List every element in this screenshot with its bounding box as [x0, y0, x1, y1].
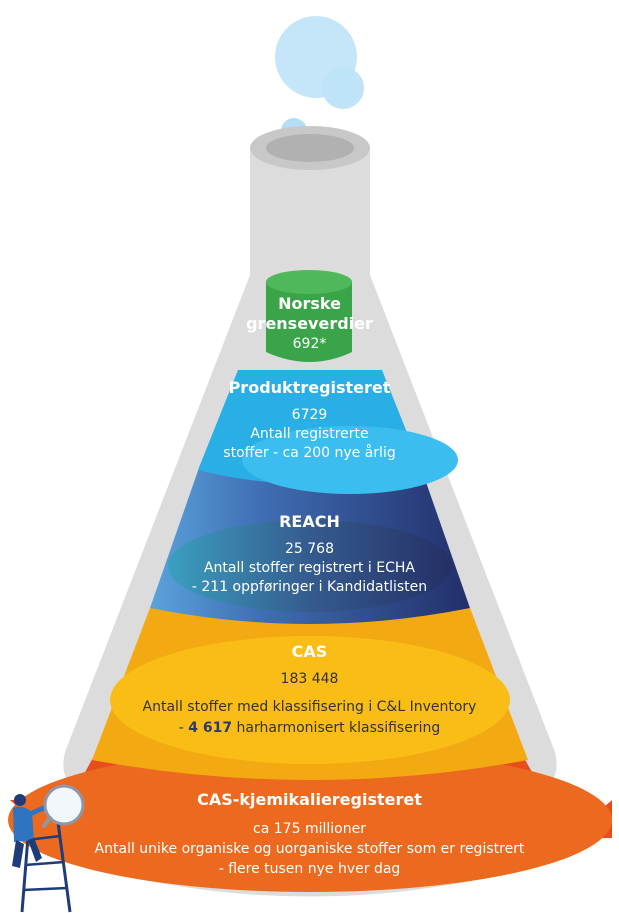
layer-cas: [92, 608, 528, 780]
layer-title-produktregisteret: Produktregisteret: [228, 378, 391, 397]
layer-desc-produktregisteret-line1: Antall registrerte: [250, 426, 369, 442]
layer-value-reach: 25 768: [285, 541, 334, 557]
layer-produktregisteret: [198, 370, 458, 494]
layer-desc-cas-harmonised-count: 4 617: [188, 720, 233, 736]
layer-value-produktregisteret: 6729: [291, 407, 328, 423]
layer-desc-cas-line1: Antall stoffer med klassifisering i C&L …: [142, 699, 477, 715]
layer-title-cas-kjemikalie: CAS-kjemikalieregisteret: [197, 790, 422, 809]
layer-value-cas-kjemikalie: ca 175 millioner: [253, 821, 366, 837]
layer-value-cas: 183 448: [280, 671, 339, 687]
layer-desc-reach-line1: Antall stoffer registrert i ECHA: [203, 560, 415, 576]
layer-desc-cas-kjemikalie-line2: - flere tusen nye hver dag: [218, 861, 401, 877]
layer-desc-cas-line2-rest: harharmonisert klassifisering: [232, 720, 441, 736]
layer-title-cas: CAS: [291, 642, 328, 661]
layer-desc-cas-line2: - 4 617 harharmonisert klassifisering: [0, 719, 619, 737]
layer-desc-cas-line2-prefix: -: [178, 720, 189, 736]
layer-title-norske-line2: grenseverdier: [246, 314, 373, 333]
layer-desc-cas-kjemikalie-line1: Antall unike organiske og uorganiske sto…: [94, 841, 525, 857]
magnifying-glass-icon: [42, 784, 85, 828]
layer-desc-produktregisteret-line2: stoffer - ca 200 nye årlig: [223, 445, 396, 461]
layer-reach: [150, 465, 470, 624]
layer-value-norske: 692*: [292, 336, 327, 352]
layer-norske-grenseverdier: [266, 270, 352, 362]
layer-desc-reach-line2: - 211 oppføringer i Kandidatlisten: [191, 579, 428, 595]
layer-title-reach: REACH: [279, 512, 340, 531]
layer-title-norske-line1: Norske: [278, 294, 341, 313]
